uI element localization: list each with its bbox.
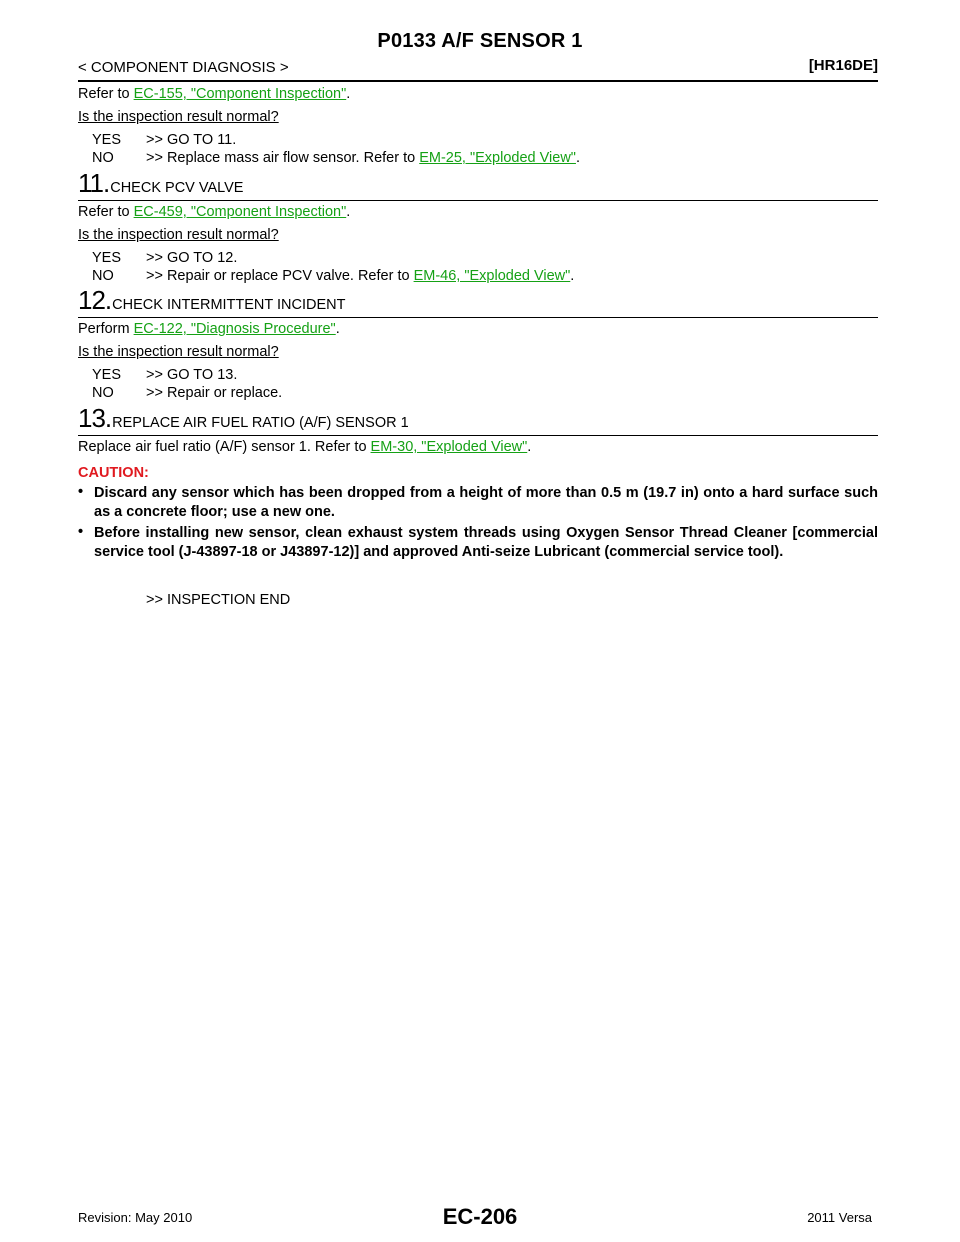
no-text: >> Replace mass air flow sensor. Refer t…	[146, 150, 420, 166]
step-number: 13	[78, 403, 106, 433]
refer-text: Refer to	[78, 204, 134, 220]
no-text: >> Repair or replace PCV valve. Refer to	[146, 268, 414, 284]
step-number: 11	[78, 168, 104, 198]
question-12: Is the inspection result normal?	[78, 344, 279, 360]
refer-line-11: Refer to EC-459, "Component Inspection".	[78, 204, 350, 220]
step-11-heading: 11.CHECK PCV VALVE	[78, 168, 244, 198]
no-suffix: .	[570, 268, 575, 284]
yes-key: YES	[92, 132, 122, 148]
step-title: REPLACE AIR FUEL RATIO (A/F) SENSOR 1	[112, 415, 409, 431]
refer-text: Refer to	[78, 86, 134, 102]
no-text: >> Repair or replace.	[146, 385, 283, 401]
page-id: EC-206	[442, 1204, 518, 1229]
step-13-divider	[78, 435, 878, 436]
step-12-divider	[78, 317, 878, 318]
step-13-heading: 13.REPLACE AIR FUEL RATIO (A/F) SENSOR 1	[78, 403, 409, 433]
no-key: NO	[92, 150, 114, 166]
yes-value: >> GO TO 13.	[146, 367, 238, 383]
link-em-25[interactable]: EM-25, "Exploded View"	[419, 150, 576, 166]
caution-label: CAUTION:	[78, 465, 149, 481]
refer-line-13: Replace air fuel ratio (A/F) sensor 1. R…	[78, 439, 531, 455]
link-ec-155[interactable]: EC-155, "Component Inspection"	[133, 86, 347, 102]
link-ec-459[interactable]: EC-459, "Component Inspection"	[133, 204, 347, 220]
step-12-heading: 12.CHECK INTERMITTENT INCIDENT	[78, 285, 346, 315]
caution-item: • Discard any sensor which has been drop…	[78, 484, 878, 522]
no-line-11: NO >> Repair or replace PCV valve. Refer …	[92, 268, 574, 284]
step-11-divider	[78, 200, 878, 201]
yes-key: YES	[92, 250, 122, 266]
refer-suffix: .	[346, 204, 351, 220]
bullet-glyph: •	[78, 484, 84, 500]
yes-key: YES	[92, 367, 122, 383]
section-label: < COMPONENT DIAGNOSIS >	[78, 59, 289, 76]
yes-line-12: YES >> GO TO 13.	[92, 367, 237, 383]
no-key: NO	[92, 385, 114, 401]
inspection-end: >> INSPECTION END	[146, 592, 291, 608]
yes-value: >> GO TO 12.	[146, 250, 238, 266]
revision-label: Revision: May 2010	[78, 1210, 193, 1225]
no-line-12: NO >> Repair or replace.	[92, 385, 282, 401]
no-line-10: NO >> Replace mass air flow sensor. Refer…	[92, 150, 580, 166]
header-divider	[78, 80, 878, 82]
page-title: P0133 A/F SENSOR 1	[377, 30, 583, 52]
caution-text: Before installing new sensor, clean exha…	[94, 525, 878, 560]
link-em-46[interactable]: EM-46, "Exploded View"	[413, 268, 571, 284]
refer-line-10: Refer to EC-155, "Component Inspection".	[78, 86, 350, 102]
question-11: Is the inspection result normal?	[78, 227, 279, 243]
caution-item: • Before installing new sensor, clean ex…	[78, 524, 878, 562]
no-suffix: .	[575, 150, 580, 166]
refer-text: Perform	[78, 321, 134, 337]
yes-value: >> GO TO 11.	[146, 132, 237, 148]
link-ec-122[interactable]: EC-122, "Diagnosis Procedure"	[133, 321, 336, 337]
caution-list: • Discard any sensor which has been drop…	[78, 484, 878, 564]
model-label: 2011 Versa	[807, 1210, 872, 1225]
step-number: 12	[78, 285, 106, 315]
refer-suffix: .	[527, 439, 532, 455]
yes-line-10: YES >> GO TO 11.	[92, 132, 236, 148]
bullet-glyph: •	[78, 524, 84, 540]
step-title: CHECK INTERMITTENT INCIDENT	[112, 297, 346, 313]
refer-text: Replace air fuel ratio (A/F) sensor 1. R…	[78, 439, 371, 455]
refer-line-12: Perform EC-122, "Diagnosis Procedure".	[78, 321, 340, 337]
refer-suffix: .	[346, 86, 351, 102]
caution-text: Discard any sensor which has been droppe…	[94, 485, 878, 520]
engine-label: [HR16DE]	[808, 57, 878, 74]
refer-suffix: .	[335, 321, 340, 337]
step-title: CHECK PCV VALVE	[110, 180, 244, 196]
question-10: Is the inspection result normal?	[78, 109, 279, 125]
no-key: NO	[92, 268, 114, 284]
yes-line-11: YES >> GO TO 12.	[92, 250, 237, 266]
link-em-30[interactable]: EM-30, "Exploded View"	[370, 439, 528, 455]
